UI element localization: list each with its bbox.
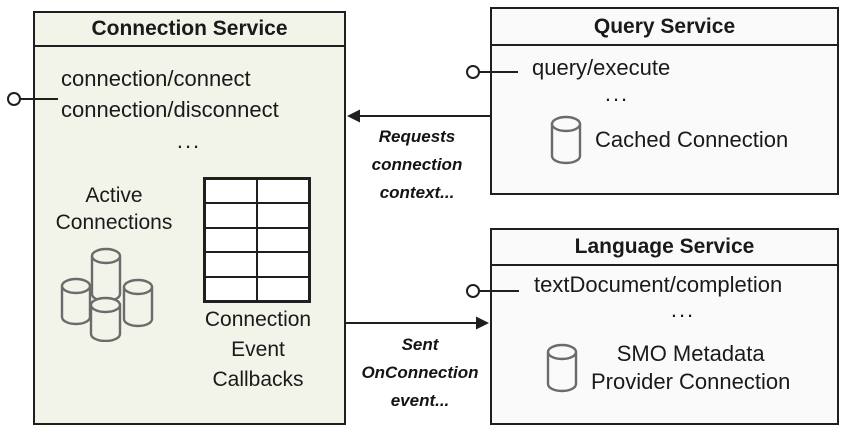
requests-caption-line2: connection (371, 155, 463, 174)
requests-connection-context-caption: Requests connection context... (350, 123, 484, 207)
requests-caption-line1: Requests (378, 127, 456, 146)
sent-onconnection-event-arrow (346, 316, 489, 330)
smo-metadata-label: SMO Metadata Provider Connection (591, 340, 790, 396)
query-service-box: Query Service query/execute ... Cached C… (490, 7, 839, 195)
language-service-title: Language Service (492, 230, 837, 266)
smo-metadata-row: SMO Metadata Provider Connection (546, 340, 790, 396)
method-connection-connect: connection/connect (61, 66, 251, 91)
smo-metadata-label-line1: SMO Metadata (616, 341, 765, 366)
callbacks-label-line1: Connection (204, 308, 312, 331)
connection-service-title: Connection Service (35, 13, 344, 47)
active-connections-label-line1: Active (85, 184, 143, 207)
method-connection-disconnect: connection/disconnect (61, 97, 279, 122)
callbacks-table-cell (257, 276, 309, 301)
callbacks-label-line3: Callbacks (212, 368, 304, 391)
method-textdocument-completion: textDocument/completion (534, 272, 783, 297)
database-cylinder-icon (550, 115, 582, 165)
callbacks-table-cell (257, 252, 309, 277)
connection-event-callbacks-table (203, 177, 311, 303)
sent-caption-line1: Sent (401, 335, 439, 354)
language-methods-ellipsis: ... (670, 297, 696, 322)
callbacks-table-cell (205, 179, 257, 204)
smo-metadata-label-line2: Provider Connection (591, 369, 791, 394)
connection-service-box: Connection Service connection/connect co… (33, 11, 346, 425)
database-cylinder-icon (546, 343, 578, 393)
callbacks-table-cell (205, 203, 257, 228)
connection-event-callbacks-label: Connection Event Callbacks (187, 305, 329, 395)
connection-service-methods: connection/connect connection/disconnect… (61, 63, 317, 156)
callbacks-table-cell (257, 179, 309, 204)
query-service-title: Query Service (492, 9, 837, 46)
language-service-methods: textDocument/completion ... (534, 272, 832, 322)
method-query-execute: query/execute (532, 55, 671, 80)
cached-connection-row: Cached Connection (550, 115, 788, 165)
callbacks-table-cell (257, 203, 309, 228)
query-methods-ellipsis: ... (604, 81, 630, 106)
language-service-box: Language Service textDocument/completion… (490, 228, 839, 425)
callbacks-label-line2: Event (231, 338, 285, 361)
database-cylinders-cluster-icon (60, 247, 154, 342)
cached-connection-label: Cached Connection (595, 127, 789, 152)
query-service-methods: query/execute ... (532, 55, 702, 107)
active-connections-label-line2: Connections (55, 211, 173, 234)
connection-methods-ellipsis: ... (176, 128, 202, 153)
callbacks-table-cell (205, 227, 257, 253)
callbacks-table-cell (205, 276, 257, 301)
sent-caption-line2: OnConnection (361, 363, 479, 382)
active-connections-label: Active Connections (43, 182, 185, 236)
sent-caption-line3: event... (390, 391, 450, 410)
requests-connection-context-arrow (347, 109, 490, 123)
requests-caption-line3: context... (379, 183, 455, 202)
sent-onconnection-event-caption: Sent OnConnection event... (351, 331, 489, 415)
callbacks-table-cell (205, 252, 257, 277)
callbacks-table-cell (257, 227, 309, 253)
